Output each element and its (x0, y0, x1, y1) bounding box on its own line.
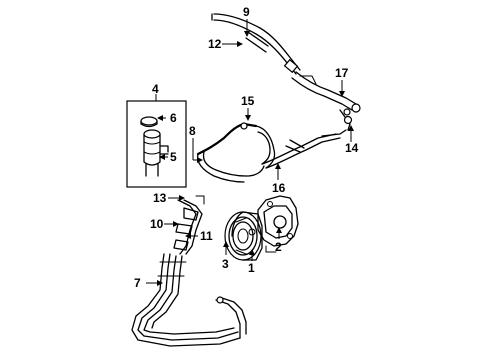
callout-4: 4 (152, 82, 159, 96)
cooler-line-assembly (131, 253, 247, 347)
callout-1: 1 (248, 261, 255, 275)
callout-5: 5 (170, 150, 177, 164)
return-hose-assembly (196, 122, 347, 183)
callout-11: 11 (200, 229, 213, 243)
pump-pulley (224, 211, 263, 261)
callout-9: 9 (243, 5, 250, 19)
callout-3: 3 (222, 257, 229, 271)
callout-7: 7 (134, 276, 141, 290)
bracket-clamp-set (173, 195, 205, 255)
callout-10: 10 (150, 217, 164, 231)
pump-bracket (257, 195, 299, 253)
callout-8: 8 (189, 124, 196, 138)
callout-12: 12 (208, 37, 222, 51)
callout-6: 6 (170, 111, 177, 125)
upper-hose-assembly (211, 13, 361, 131)
callout-14: 14 (345, 141, 359, 155)
callout-13: 13 (153, 191, 167, 205)
callout-labels: 9 12 17 4 15 6 8 14 5 16 13 10 11 2 3 1 … (134, 5, 359, 290)
callout-16: 16 (272, 181, 286, 195)
reservoir-box (126, 100, 187, 188)
callout-17: 17 (335, 66, 349, 80)
callout-15: 15 (241, 94, 255, 108)
callout-leaders (146, 19, 354, 286)
callout-2: 2 (275, 240, 282, 254)
